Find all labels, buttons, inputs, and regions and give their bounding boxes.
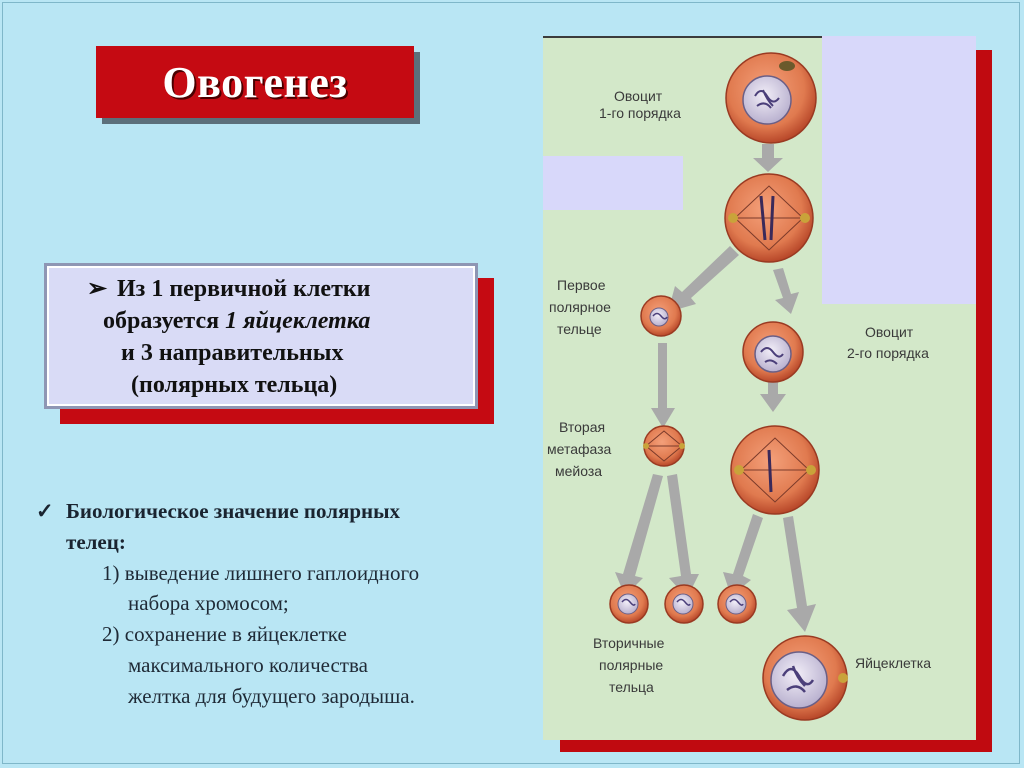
label-metaphase-2-b: метафаза (547, 441, 612, 457)
label-oocyte-2-b: 2-го порядка (847, 345, 929, 361)
lavender-block-left (543, 156, 683, 210)
label-egg: Яйцеклетка (855, 655, 931, 671)
significance-check: ✓ (36, 499, 54, 523)
significance-item-2-line-1: 2) сохранение в яйцеклетке (102, 622, 347, 646)
label-metaphase-2-c: мейоза (555, 463, 602, 479)
label-metaphase-2-a: Вторая (559, 419, 605, 435)
cell-polar-body-1 (640, 295, 682, 337)
cell-metaphase-2-large (730, 425, 820, 515)
info-line-2-emphasis: 1 яйцеклетка (225, 308, 371, 334)
arrow-to-egg (783, 516, 816, 632)
arrow-to-oocyte2 (773, 268, 799, 314)
arrow-to-polar1 (668, 246, 739, 312)
cell-metaphase-1 (724, 173, 814, 263)
info-line-3: и 3 направительных (121, 340, 344, 366)
info-box: ➢ Из 1 первичной клетки образуется 1 яйц… (44, 263, 478, 409)
cell-secondary-polar-body-3 (717, 584, 757, 624)
arrow-meta2-right (667, 474, 699, 598)
slide-title: Овогенез (96, 46, 414, 118)
arrow-oocyte2-down (760, 376, 786, 412)
significance-item-1-line-1: 1) выведение лишнего гаплоидного (102, 561, 420, 585)
significance-item-1-line-2: набора хромосом; (128, 591, 289, 615)
cell-secondary-polar-body-2 (664, 584, 704, 624)
info-bullet: ➢ (87, 276, 108, 302)
oogenesis-diagram: Овоцит 1-го порядка Первое полярное тель… (547, 52, 931, 721)
label-oocyte-2-a: Овоцит (865, 324, 914, 340)
cell-egg (762, 635, 848, 721)
arrow-polar1-down (651, 343, 675, 428)
info-line-2-prefix: образуется (103, 308, 226, 334)
lavender-block-top (822, 36, 976, 304)
info-line-2: образуется 1 яйцеклетка (103, 305, 370, 337)
arrows (615, 144, 816, 632)
significance-item-2-line-2: максимального количества (128, 653, 368, 677)
info-line-1: Из 1 первичной клетки (117, 276, 371, 302)
significance-item-2-line-3: желтка для будущего зародыша. (128, 684, 415, 708)
arrow-meta2-left (615, 474, 663, 596)
cell-oocyte-2 (742, 321, 804, 383)
significance-heading-2: телец: (66, 530, 126, 554)
label-polar-1-b: полярное (549, 299, 611, 315)
label-polar-1-a: Первое (557, 277, 606, 293)
label-secondary-polar-b: полярные (599, 657, 663, 673)
label-oocyte-1-b: 1-го порядка (599, 105, 681, 121)
cell-metaphase-2-small (643, 425, 685, 467)
significance-heading-1: Биологическое значение полярных (66, 499, 401, 523)
label-oocyte-1-a: Овоцит (614, 88, 663, 104)
label-secondary-polar-a: Вторичные (593, 635, 665, 651)
cell-secondary-polar-body-1 (609, 584, 649, 624)
cell-oocyte-1 (725, 52, 817, 144)
label-secondary-polar-c: тельца (609, 679, 654, 695)
label-polar-1-c: тельце (557, 321, 602, 337)
info-line-4: (полярных тельца) (131, 372, 338, 398)
arrow-meta-right-left (723, 514, 763, 596)
arrow-oocyte1-to-metaphase1 (753, 144, 783, 172)
